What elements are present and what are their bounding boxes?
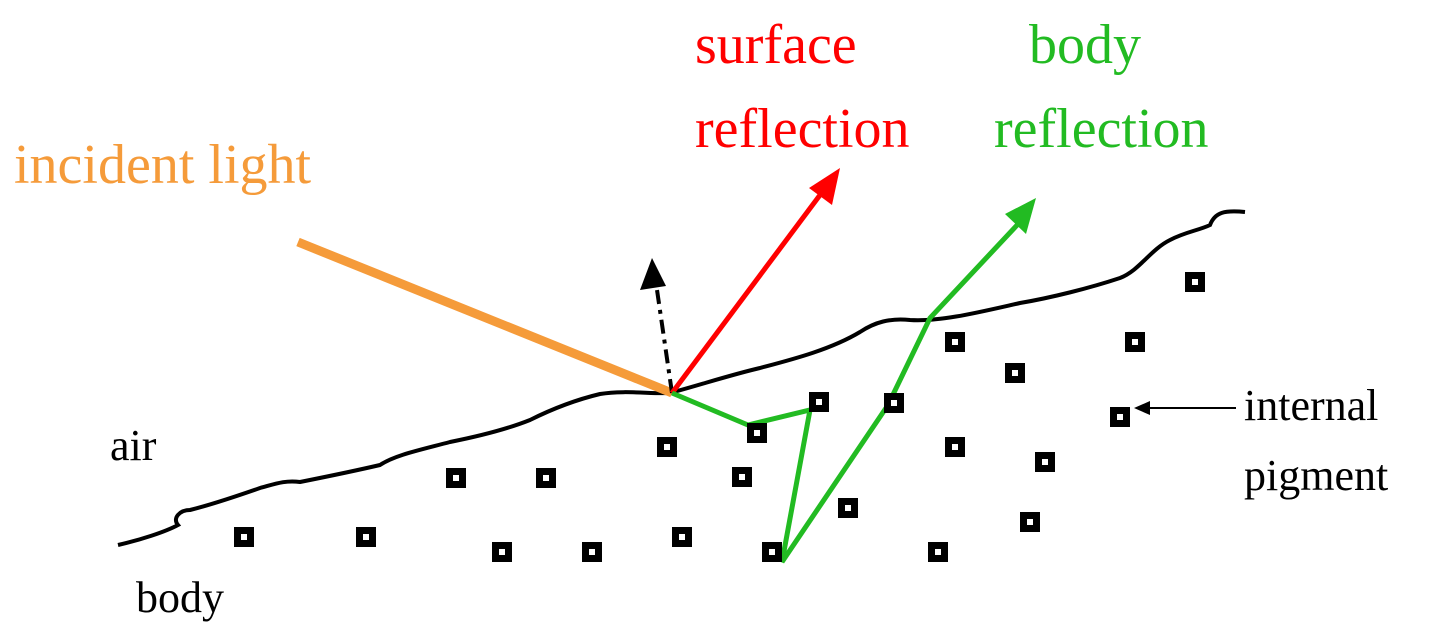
surface-boundary-line [117,209,1246,547]
surface-reflection-label-line2: reflection [695,98,910,160]
body-reflection-arrowhead [1005,198,1036,234]
pigment-particle-center [816,399,822,405]
incident-light-ray [296,237,674,398]
pigment-particle-center [935,549,941,555]
incident-light-label: incident light [14,134,312,196]
surface-normal-line [654,282,674,394]
pigment-particle-center [769,549,775,555]
pigment-particle-center [664,444,670,450]
pigment-particle-center [1012,370,1018,376]
pigment-particles [234,272,1205,562]
pigment-particle-center [1117,414,1123,420]
pigment-particle-center [952,444,958,450]
pigment-particle-center [891,400,897,406]
internal-pigment-pointer-arrowhead [1134,401,1150,415]
pigment-particle-center [241,534,247,540]
pigment-particle-center [1192,279,1198,285]
surface-reflection-label-line1: surface [695,14,857,76]
pigment-particle-center [845,505,851,511]
pigment-particle-center [363,534,369,540]
surface-reflection-arrowhead [809,168,840,205]
pigment-particle-center [1042,459,1048,465]
body-reflection-label-line1: body [1029,14,1141,76]
surface-reflection-ray [669,189,826,395]
internal-pigment-label-line2: pigment [1244,451,1388,500]
pigment-particle-center [543,475,549,481]
surface-normal-arrowhead [640,258,666,290]
body-label: body [136,573,224,622]
pigment-particle-center [739,474,745,480]
pigment-particle-center [499,549,505,555]
pigment-particle-center [1132,339,1138,345]
pigment-particle-center [589,549,595,555]
pigment-particle-center [952,339,958,345]
air-label: air [110,421,157,470]
pigment-particle-center [453,475,459,481]
pigment-particle-center [679,534,685,540]
body-reflection-label-line2: reflection [994,98,1209,160]
pigment-particle-center [1027,519,1033,525]
internal-pigment-label-line1: internal [1244,381,1378,430]
pigment-particle-center [754,430,760,436]
